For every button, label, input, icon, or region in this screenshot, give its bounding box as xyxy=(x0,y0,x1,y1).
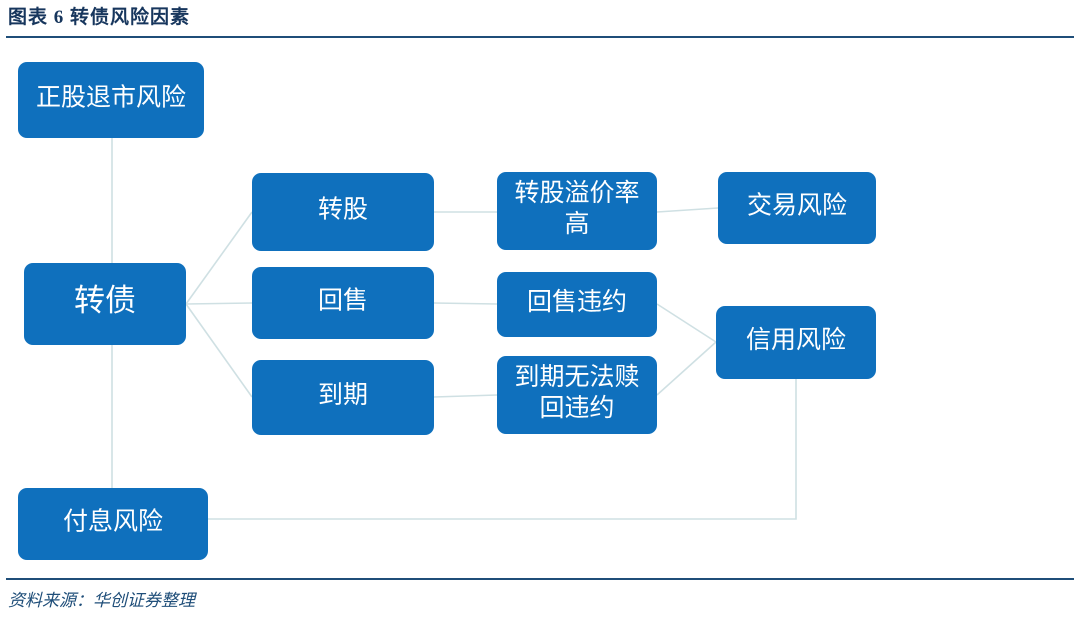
node-n10[interactable]: 信用风险 xyxy=(716,306,876,379)
risk-factor-flowchart: 正股退市风险转债 转股回售到期 转股溢价率高回售违约到期无法赎回违约 交易风险信用风险… xyxy=(0,40,1080,576)
connector-layer xyxy=(111,138,797,520)
node-n3[interactable]: 转股 xyxy=(252,173,434,251)
source-note: 资料来源：华创证券整理 xyxy=(8,591,195,610)
connector-n10-to-n11 xyxy=(208,379,797,520)
node-n2[interactable]: 转债 xyxy=(24,263,186,345)
node-box[interactable] xyxy=(497,356,657,434)
node-label: 回售 xyxy=(318,287,368,315)
node-box[interactable] xyxy=(24,263,186,345)
node-box[interactable] xyxy=(252,173,434,251)
node-n7[interactable]: 回售违约 xyxy=(497,272,657,337)
node-label: 交易风险 xyxy=(747,192,847,220)
node-label: 正股退市风险 xyxy=(36,84,186,112)
node-label: 转股溢价率 xyxy=(514,179,639,207)
connector-n6-to-n9 xyxy=(656,207,719,213)
connector-n5-to-n8 xyxy=(433,394,498,398)
connector-n8-to-n10 xyxy=(656,341,717,396)
node-label: 到期无法赎 xyxy=(514,363,639,391)
node-box[interactable] xyxy=(18,62,204,138)
page-title: 图表 6 转债风险因素 xyxy=(8,7,191,28)
node-box[interactable] xyxy=(497,172,657,250)
footer-divider xyxy=(6,578,1074,580)
node-label: 高 xyxy=(564,210,589,238)
node-label: 信用风险 xyxy=(746,326,846,354)
node-n11[interactable]: 付息风险 xyxy=(18,488,208,560)
node-label: 回售违约 xyxy=(527,288,627,316)
node-box[interactable] xyxy=(252,267,434,339)
node-label: 回违约 xyxy=(539,394,614,422)
node-box[interactable] xyxy=(718,172,876,244)
connector-n2-to-n5 xyxy=(185,303,253,398)
header-divider xyxy=(6,36,1074,38)
node-n1[interactable]: 正股退市风险 xyxy=(18,62,204,138)
connector-n2-to-n3 xyxy=(185,211,253,305)
node-label: 到期 xyxy=(318,382,368,409)
node-n5[interactable]: 到期 xyxy=(252,360,434,435)
connector-n2-to-n4 xyxy=(185,302,253,305)
connector-n7-to-n10 xyxy=(656,303,717,343)
node-label: 付息风险 xyxy=(63,508,163,536)
node-box[interactable] xyxy=(18,488,208,560)
connector-n4-to-n7 xyxy=(433,302,498,305)
node-n4[interactable]: 回售 xyxy=(252,267,434,339)
node-n9[interactable]: 交易风险 xyxy=(718,172,876,244)
node-label: 转股 xyxy=(318,196,368,224)
node-box[interactable] xyxy=(497,272,657,337)
node-box[interactable] xyxy=(716,306,876,379)
node-label: 转债 xyxy=(74,283,136,318)
figure-header: 图表 6 转债风险因素 xyxy=(0,0,1080,40)
node-box[interactable] xyxy=(252,360,434,435)
